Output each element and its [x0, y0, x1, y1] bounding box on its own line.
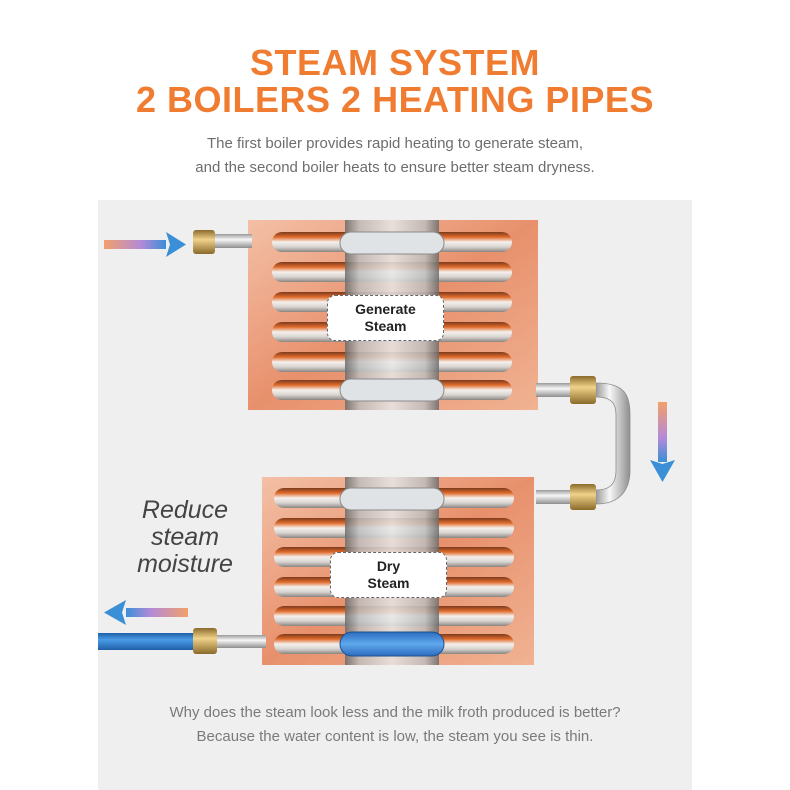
outflow-arrow-icon	[104, 600, 188, 625]
footer-answer: Because the water content is low, the st…	[196, 728, 594, 745]
subtitle-line-1: The first boiler provides rapid heating …	[206, 135, 584, 152]
title-line-1: STEAM SYSTEM	[249, 42, 541, 83]
side-note-line-3: moisture	[137, 550, 233, 578]
dry-steam-label: Dry Steam	[330, 552, 447, 598]
side-note-line-2: steam	[150, 523, 220, 551]
blue-outlet-hose	[98, 633, 198, 650]
reduce-moisture-note: Reduce steam moisture	[120, 497, 250, 578]
upper-outlet-fitting	[570, 376, 596, 404]
subtitle-line-2: and the second boiler heats to ensure be…	[195, 159, 595, 176]
downflow-arrow-icon	[650, 402, 675, 482]
side-note-line-1: Reduce	[141, 496, 229, 524]
inlet-fitting	[193, 230, 215, 254]
connecting-pipe	[536, 376, 631, 510]
dry-steam-label-line-1: Dry	[376, 558, 401, 574]
outlet-pipe	[98, 628, 266, 654]
title-line-2: 2 BOILERS 2 HEATING PIPES	[136, 79, 654, 120]
inlet-pipe	[193, 230, 252, 254]
generate-steam-label: Generate Steam	[327, 295, 444, 341]
lower-inlet-fitting	[570, 484, 596, 510]
water-level	[339, 631, 445, 657]
generate-steam-label-line-1: Generate	[355, 301, 416, 317]
inflow-arrow-icon	[104, 232, 186, 257]
dry-steam-label-line-2: Steam	[367, 575, 410, 591]
generate-steam-label-line-2: Steam	[364, 318, 407, 334]
footer-question: Why does the steam look less and the mil…	[169, 704, 621, 721]
outlet-fitting	[193, 628, 217, 654]
